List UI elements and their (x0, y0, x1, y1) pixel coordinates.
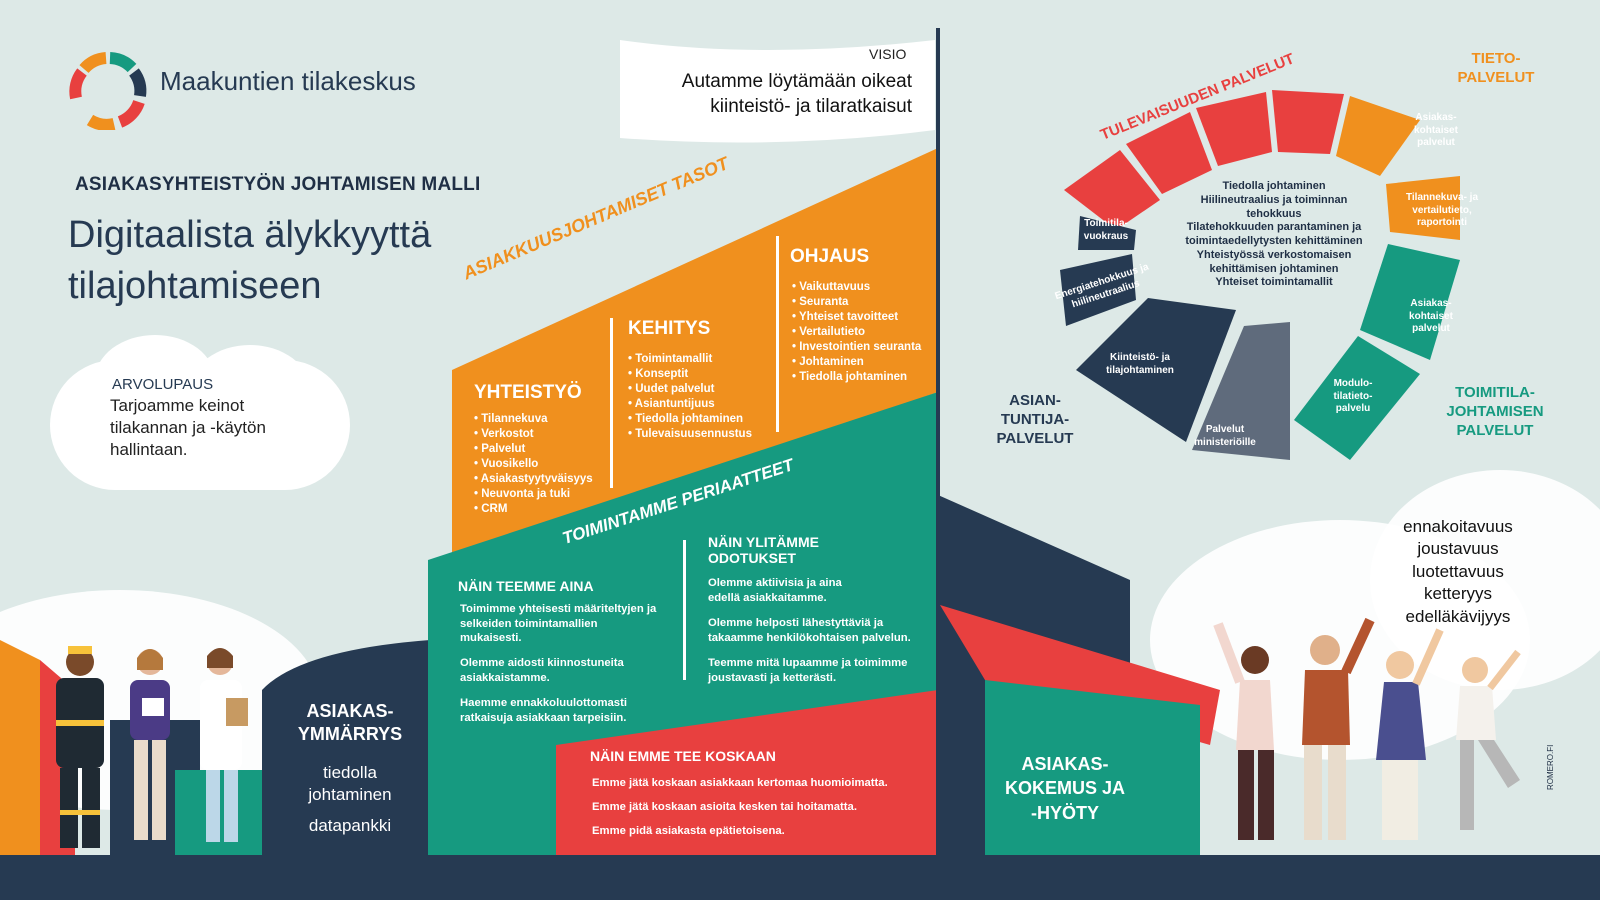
list-item: Tulevaisuusennustus (628, 427, 752, 442)
value-item: joustavuus (1417, 539, 1499, 559)
level-ohjaus-title: OHJAUS (790, 246, 870, 267)
segment-vuokraus: Toimitila-vuokraus (1083, 218, 1129, 242)
list-item: Vuosikello (474, 457, 593, 472)
page-title: Digitaalista älykkyyttä tilajohtamiseen (68, 214, 432, 308)
list-item: Yhteiset tavoitteet (792, 310, 921, 325)
wheel-center-line: Tiedolla johtaminen (1222, 180, 1326, 192)
ylitamme-para-1: Olemme aktiivisia ja aina edellä asiakka… (708, 577, 842, 604)
category-toimitila: TOIMITILA-JOHTAMISEN PALVELUT (1446, 384, 1544, 439)
list-item: CRM (474, 502, 593, 517)
koskaan-para-1: Emme jätä koskaan asiakkaan kertomaa huo… (592, 777, 888, 789)
koskaan-para-2: Emme jätä koskaan asioita kesken tai hoi… (592, 801, 857, 813)
divider-line (776, 236, 779, 432)
level-kehitys-list: Toimintamallit Konseptit Uudet palvelut … (628, 352, 752, 442)
logo-mark-icon (69, 52, 147, 130)
wheel-center-line: Tilatehokkuuden parantaminen ja toiminta… (1185, 221, 1363, 247)
ylitamme-para-2: Olemme helposti lähestyttäviä ja takaamm… (708, 617, 911, 644)
divider-line (610, 318, 613, 488)
people-illustration-right (1213, 617, 1521, 840)
segment-asiakaskohtaiset-1: Asiakas-kohtaiset palvelut (1414, 112, 1458, 148)
list-item: Toimintamallit (628, 352, 752, 367)
koskaan-para-3: Emme pidä asiakasta epätietoisena. (592, 825, 785, 837)
list-item: Johtaminen (792, 355, 921, 370)
segment-asiakaskohtaiset-2: Asiakas-kohtaiset palvelut (1409, 298, 1453, 334)
ymmarrys-line-2: datapankki (308, 816, 392, 835)
list-item: Asiantuntijuus (628, 397, 752, 412)
aina-para-2: Olemme aidosti kiinnostuneita asiakkaist… (460, 657, 624, 684)
model-subtitle: ASIAKASYHTEISTYÖN JOHTAMISEN MALLI (75, 174, 481, 195)
wheel-center-text: Tiedolla johtaminen Hiilineutraalius ja … (1174, 180, 1374, 290)
list-item: Konseptit (628, 367, 752, 382)
list-item: Palvelut (474, 442, 593, 457)
list-item: Seuranta (792, 295, 921, 310)
visio-text: Autamme löytämään oikeat kiinteistö- ja … (681, 71, 912, 117)
ylitamme-title: NÄIN YLITÄMME ODOTUKSET (708, 534, 819, 566)
ymmarrys-title: ASIAKAS-YMMÄRRYS (297, 701, 403, 745)
aina-para-3: Haemme ennakkoluulottomasti ratkaisuja a… (460, 697, 627, 724)
segment-kiinteisto: Kiinteistö- ja tilajohtaminen (1106, 352, 1174, 376)
category-tieto: TIETO-PALVELUT (1457, 50, 1535, 86)
people-illustration-left (56, 646, 248, 848)
ylitamme-para-3: Teemme mitä lupaamme ja toimimme joustav… (708, 657, 908, 684)
list-item: Neuvonta ja tuki (474, 487, 593, 502)
divider-line (683, 540, 686, 680)
list-item: Tiedolla johtaminen (628, 412, 752, 427)
brand-name: Maakuntien tilakeskus (160, 66, 416, 96)
list-item: Uudet palvelut (628, 382, 752, 397)
ymmarrys-line-1: tiedolla johtaminen (308, 763, 392, 805)
list-item: Tilannekuva (474, 412, 593, 427)
value-item: luotettavuus (1412, 561, 1504, 581)
credit-text: ROMERO.FI (1546, 744, 1555, 790)
value-item: edelläkävijyys (1405, 606, 1511, 626)
segment-ministeriot: Palvelut ministeriöille (1194, 424, 1256, 448)
aina-title: NÄIN TEEMME AINA (458, 578, 594, 594)
values-list: ennakoitavuus joustavuus luotettavuus ke… (1378, 516, 1538, 628)
list-item: Investointien seuranta (792, 340, 921, 355)
aina-para-1: Toimimme yhteisesti määriteltyjen ja sel… (460, 603, 657, 645)
segment-modulo: Modulo-tilatieto-palvelu (1333, 378, 1373, 414)
wheel-center-line: Yhteiset toimintamallit (1215, 276, 1333, 289)
koskaan-title: NÄIN EMME TEE KOSKAAN (590, 748, 776, 764)
wheel-center-line: Hiilineutraalius ja toiminnan tehokkuus (1200, 193, 1348, 220)
list-item: Vaikuttavuus (792, 280, 921, 295)
value-item: ketteryys (1423, 584, 1493, 604)
visio-heading: VISIO (869, 46, 907, 62)
list-item: Vertailutieto (792, 325, 921, 340)
kokemus-title: ASIAKAS-KOKEMUS JA -HYÖTY (1004, 754, 1125, 823)
list-item: Tiedolla johtaminen (792, 370, 921, 385)
segment-tilannekuva: Tilannekuva- ja vertailutieto, raportoin… (1405, 192, 1479, 228)
service-wheel (1060, 90, 1460, 460)
list-item: Verkostot (474, 427, 593, 442)
level-kehitys-title: KEHITYS (628, 318, 711, 339)
arvolupaus-text: Tarjoamme keinot tilakannan ja -käytön h… (110, 396, 266, 460)
arvolupaus-heading: ARVOLUPAUS (112, 376, 214, 393)
list-item: Asiakastyytyväisyys (474, 472, 593, 487)
level-yhteistyo-title: YHTEISTYÖ (474, 382, 582, 403)
category-asiantuntija: ASIAN-TUNTIJA-PALVELUT (996, 392, 1074, 447)
level-ohjaus-list: Vaikuttavuus Seuranta Yhteiset tavoittee… (792, 280, 921, 385)
level-yhteistyo-list: Tilannekuva Verkostot Palvelut Vuosikell… (474, 412, 593, 517)
wheel-center-line: Yhteistyössä verkostomaisen kehittämisen… (1196, 248, 1352, 275)
value-item: ennakoitavuus (1403, 517, 1513, 536)
